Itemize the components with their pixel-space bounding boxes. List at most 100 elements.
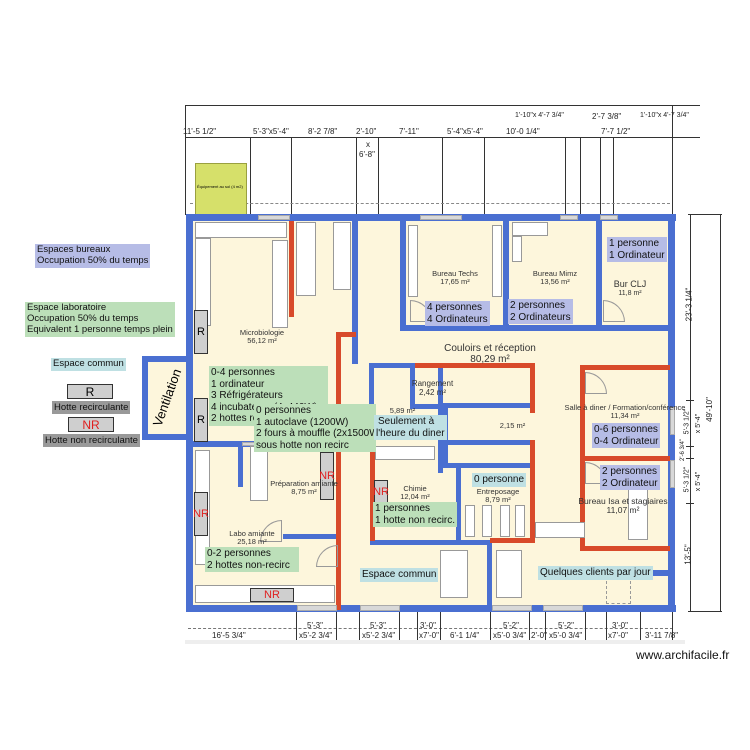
dim-bottom-0: 16'-5 3/4" xyxy=(212,631,246,640)
note-line: 0-6 personnes xyxy=(594,424,658,435)
room-2-15: 2,15 m² xyxy=(495,421,530,430)
room-area: 8,79 m² xyxy=(485,495,511,505)
room-area: 11,07 m² xyxy=(606,505,640,516)
note-line: 1 Ordinateur xyxy=(609,249,665,261)
note-line: 2 Ordinateurs xyxy=(510,311,571,323)
floor-equipment-label: Équipement au sol (4 m2) xyxy=(197,184,243,189)
dim-bottom-13: 3'-0" xyxy=(612,621,628,630)
room-area: 8,75 m² xyxy=(291,487,317,497)
room-area: 5,89 m² xyxy=(389,406,416,415)
room-name: Microbiologie xyxy=(239,328,285,337)
watermark: www.archifacile.fr xyxy=(636,648,729,662)
note-espace-commun: Espace commun xyxy=(360,568,439,582)
legend-line: Equivalent 1 personne temps plein xyxy=(27,323,173,335)
hood-label: R xyxy=(197,326,205,338)
room-area: 12,04 m² xyxy=(400,492,430,502)
note-line: l'heure du diner xyxy=(376,427,445,439)
note-line: 0-2 personnes xyxy=(207,548,271,559)
note-line: 4 Ordinateurs xyxy=(427,313,488,325)
legend-hood-nr-icon: NR xyxy=(68,417,114,432)
note-line: 2 personnes xyxy=(602,466,658,477)
hood-label: NR xyxy=(319,470,335,482)
legend-line: Espace laboratoire xyxy=(27,302,107,313)
note-line: sous hotte non recirc xyxy=(256,439,349,451)
note-line: 0-4 Ordinateur xyxy=(594,435,659,447)
note-line: 1 hotte non recirc. xyxy=(375,514,456,526)
room-area: 25,18 m² xyxy=(237,537,267,547)
hood-recirc-microbio-2: R xyxy=(194,398,208,442)
hood-label: NR xyxy=(264,589,280,601)
hood-label: NR xyxy=(82,417,100,432)
legend-line: Hotte non recirculante xyxy=(45,435,138,446)
room-name: Chimie xyxy=(403,484,427,493)
dim-top-8: 10'-0 1/4" xyxy=(506,127,540,136)
dim-top-5: 6'-8" xyxy=(359,150,375,159)
hood-label: R xyxy=(197,414,205,426)
note-line: Quelques clients par jour xyxy=(540,567,651,578)
note-line: 4 personnes xyxy=(427,302,483,313)
dim-top-3: 2'-10" xyxy=(356,127,377,136)
dim-bottom-3: 5'-3" xyxy=(370,621,386,630)
legend-commun: Espace commun xyxy=(51,358,126,371)
note-clients: Quelques clients par jour xyxy=(538,566,653,580)
note-line: 1 autoclave (1200W) xyxy=(256,416,349,428)
hood-nonrecirc-preparation: NR xyxy=(319,452,335,500)
note-line: 1 personnes xyxy=(375,503,431,514)
legend-line: Hotte recirculante xyxy=(54,402,129,413)
dim-top-11: 1'-10"x 4'-7 3/4" xyxy=(640,112,689,119)
dim-bottom-15: 3'-11 7/8" xyxy=(645,631,679,640)
dim-top-4: x xyxy=(366,140,370,149)
room-area: 80,29 m² xyxy=(470,354,510,365)
note-line: 2 hottes non-recirc xyxy=(207,559,290,571)
room-5-89: 5,89 m² xyxy=(385,406,420,415)
room-name: Salle à diner / Formation/conférence xyxy=(564,403,686,412)
dim-top-6: 7'-11" xyxy=(399,127,419,136)
dim-top-9: 1'-10"x 4'-7 3/4" xyxy=(515,112,564,119)
room-area: 2,15 m² xyxy=(499,421,526,430)
room-area: 17,65 m² xyxy=(440,277,470,287)
room-name: Bureau Isa et stagiaires xyxy=(578,496,668,506)
note-line: 2 Ordinateur xyxy=(602,477,658,489)
ventilation-floor xyxy=(146,360,190,435)
room-area: 2,42 m² xyxy=(418,387,447,397)
dim-right-2: x 5'-4" xyxy=(695,413,703,434)
dim-bottom-11: 5'-2" xyxy=(558,621,574,630)
dim-bottom-6: x7'-0" xyxy=(419,631,439,640)
dim-right-0: 23'-3 1/4" xyxy=(684,287,694,322)
room-name: Bureau Mimz xyxy=(532,269,578,278)
room-name: Entreposage xyxy=(476,487,520,496)
dim-right-1: 5'-3 1/2" xyxy=(683,408,691,435)
hood-label: R xyxy=(85,384,95,399)
dim-top-12: 7'-7 1/2" xyxy=(601,127,631,136)
note-line: 1 personne xyxy=(609,238,660,249)
hood-recirc-microbio: R xyxy=(194,310,208,354)
dim-right-6: 13'-5" xyxy=(683,544,693,565)
dim-top-2: 8'-2 7/8" xyxy=(308,127,338,136)
dim-bottom-10: 2'-0" xyxy=(531,631,547,640)
dim-bottom-14: x7'-0" xyxy=(608,631,628,640)
dim-bottom-1: 5'-3" xyxy=(307,621,323,630)
dim-bottom-12: x5'-0 3/4" xyxy=(549,631,583,640)
room-name: Bureau Techs xyxy=(432,269,478,278)
hood-nonrecirc-amiante-left: NR xyxy=(193,492,209,536)
legend-line: Espaces bureaux xyxy=(37,244,111,255)
dim-right-5: x 5'-4" xyxy=(695,471,703,492)
note-entreposage: 0 personne xyxy=(472,473,527,487)
legend-laboratoire: Espace laboratoire Occupation 50% du tem… xyxy=(25,302,175,337)
watermark-text: www.archifacile.fr xyxy=(636,648,730,662)
note-line: Espace commun xyxy=(362,569,437,580)
